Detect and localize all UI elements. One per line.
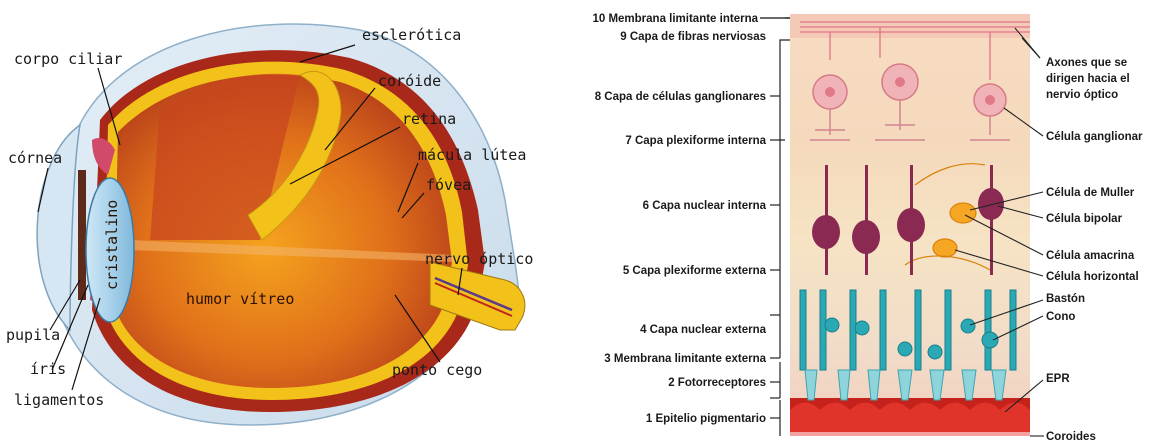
layer-1-label: 1 Epitelio pigmentario	[646, 413, 766, 425]
retina-cell-labels: Axones que se dirigen hacia el nervio óp…	[1046, 57, 1143, 443]
humor-vitreo-label: humor vítreo	[186, 290, 294, 308]
cornea-label: córnea	[8, 149, 62, 167]
horizontal-label: Célula horizontal	[1046, 271, 1139, 283]
layer-7-label: 7 Capa plexiforme interna	[625, 135, 766, 147]
muller-label: Célula de Muller	[1046, 187, 1135, 199]
bipolar-cell	[852, 220, 880, 254]
amacrina-label: Célula amacrina	[1046, 250, 1135, 262]
axones-label-3: nervio óptico	[1046, 89, 1118, 101]
layer-3-label: 3 Membrana limitante externa	[604, 353, 766, 365]
fiber-layer-band	[790, 14, 1030, 38]
bipolar-cell	[812, 215, 840, 249]
layer-6-label: 6 Capa nuclear interna	[643, 200, 767, 212]
bipolar-cell	[978, 188, 1004, 220]
bipolar-label: Célula bipolar	[1046, 213, 1123, 225]
layer-2-label: 2 Fotorreceptores	[668, 377, 766, 389]
nervo-optico-label: nervo óptico	[425, 250, 533, 268]
ligamentos-label: ligamentos	[14, 391, 104, 409]
axones-label-2: dirigen hacia el	[1046, 73, 1130, 85]
layer-9-label: 9 Capa de fibras nerviosas	[620, 31, 766, 43]
macula-label: mácula lútea	[418, 146, 526, 164]
axones-label-1: Axones que se	[1046, 57, 1127, 69]
layer-5-label: 5 Capa plexiforme externa	[623, 265, 767, 277]
esclerotica-label: esclerótica	[362, 26, 461, 44]
choroid-band	[790, 432, 1030, 436]
coroide-label: coróide	[378, 72, 441, 90]
eye-diagram: cristalino humor vítreo esclerótica corp…	[6, 24, 533, 425]
corpo-ciliar-label: corpo ciliar	[14, 50, 122, 68]
pupila-label: pupila	[6, 326, 60, 344]
iris-label: íris	[30, 360, 66, 378]
baston-label: Bastón	[1046, 293, 1085, 305]
amacrine-cell	[933, 239, 957, 257]
retina-label: retina	[402, 110, 456, 128]
layer-4-label: 4 Capa nuclear externa	[640, 324, 767, 336]
coroides-label: Coroides	[1046, 431, 1096, 443]
bipolar-cell	[897, 208, 925, 242]
retina-layer-labels: 10 Membrana limitante interna 9 Capa de …	[592, 13, 766, 425]
fovea-label: fóvea	[426, 176, 471, 194]
ganglionar-label: Célula ganglionar	[1046, 131, 1143, 143]
ponto-cego-label: ponto cego	[392, 361, 482, 379]
cristalino-label: cristalino	[103, 200, 121, 290]
cono-label: Cono	[1046, 311, 1075, 323]
retina-diagram: 10 Membrana limitante interna 9 Capa de …	[592, 13, 1143, 443]
layer-8-label: 8 Capa de células ganglionares	[595, 91, 766, 103]
epr-label: EPR	[1046, 373, 1070, 385]
layer-10-label: 10 Membrana limitante interna	[592, 13, 758, 25]
muller-cell	[950, 203, 976, 223]
